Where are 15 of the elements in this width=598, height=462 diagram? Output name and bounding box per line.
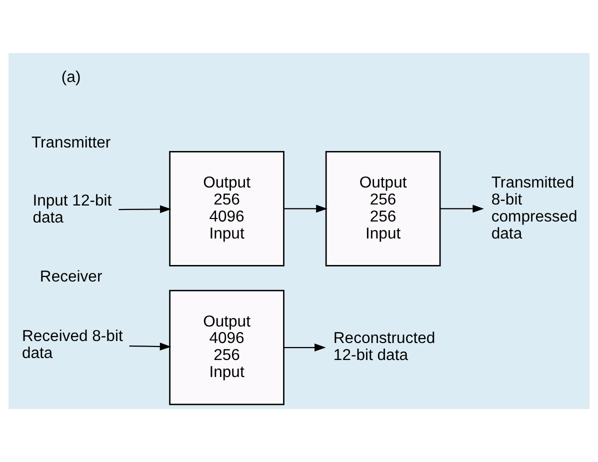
label: Receiver <box>40 268 102 286</box>
node-text: Received 8-bit data <box>22 328 123 362</box>
node-text: Reconstructed 12-bit data <box>333 330 436 364</box>
node-box: Output 256 4096 Input <box>169 151 284 266</box>
node-box: Output 4096 256 Input <box>169 290 284 406</box>
arrow <box>284 204 328 213</box>
node-text: Input 12-bit data <box>32 192 112 226</box>
arrow <box>118 205 172 214</box>
arrow <box>284 344 326 352</box>
label: (a) <box>61 69 81 86</box>
label: Transmitter <box>31 134 111 152</box>
arrow <box>440 204 484 213</box>
arrow <box>129 342 172 350</box>
node-text: Transmitted 8-bit compressed data <box>491 174 578 242</box>
node-box: Output 256 256 Input <box>325 151 441 266</box>
